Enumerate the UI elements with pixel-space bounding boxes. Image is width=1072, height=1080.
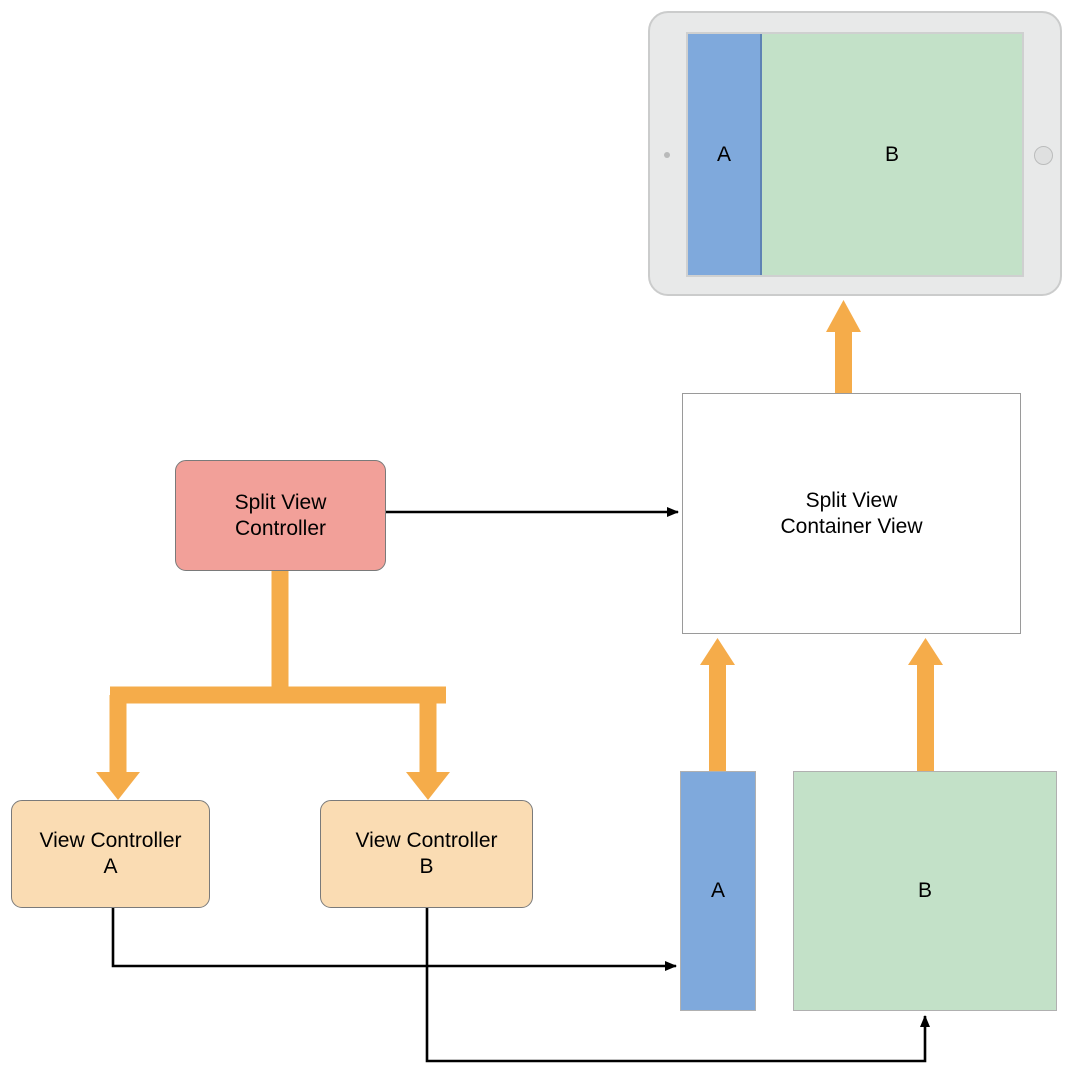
camera-dot-icon (664, 152, 670, 158)
node-split-view-controller[interactable]: Split View Controller (175, 460, 386, 571)
tablet-pane-a[interactable]: A (688, 34, 762, 275)
node-view-controller-a[interactable]: View Controller A (11, 800, 210, 908)
tablet-pane-b[interactable]: B (762, 34, 1022, 275)
edge-vc-a-to-view-a (111, 908, 677, 971)
view-b-rect[interactable]: B (793, 771, 1057, 1011)
edge-view-a-to-container (700, 638, 735, 773)
edge-container-to-device (826, 300, 861, 396)
node-view-controller-b[interactable]: View Controller B (320, 800, 533, 908)
tablet-screen: A B (686, 32, 1024, 277)
edge-svc-to-view-controllers (96, 571, 450, 800)
node-split-view-container-view[interactable]: Split View Container View (682, 393, 1021, 634)
view-a-rect[interactable]: A (680, 771, 756, 1011)
home-button-icon[interactable] (1034, 146, 1053, 165)
edge-vc-b-to-view-b (425, 908, 930, 1063)
edge-view-b-to-container (908, 638, 943, 773)
tablet-device: A B (648, 11, 1062, 296)
